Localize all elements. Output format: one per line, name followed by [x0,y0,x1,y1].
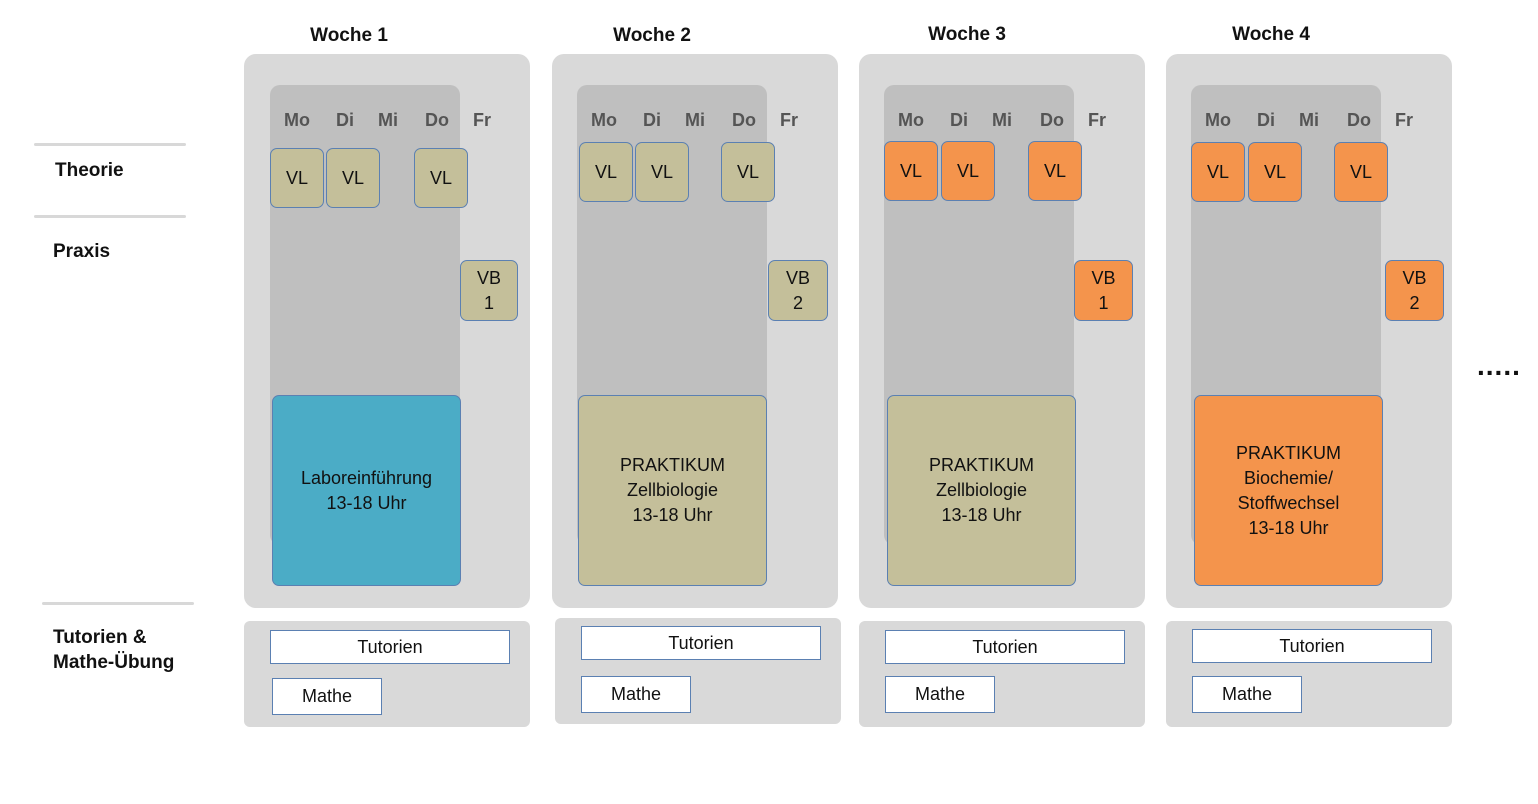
tutorien-panel: Tutorien Mathe [555,618,841,724]
day-mo: Mo [898,110,924,130]
day-mi: Mi [1299,110,1319,130]
row-label-tutorien-line1: Tutorien & [53,627,147,648]
mathe-box: Mathe [885,676,995,713]
tutorien-panel: Tutorien Mathe [859,621,1145,727]
row-label-praxis: Praxis [53,241,111,262]
main-block: PRAKTIKUM Zellbiologie 13-18 Uhr [887,395,1076,586]
tutorien-box: Tutorien [1192,629,1432,663]
week-title: Woche 2 [613,25,691,46]
day-mo: Mo [1205,110,1231,130]
mathe-box: Mathe [581,676,691,713]
week-title: Woche 1 [310,25,388,46]
tutorien-box: Tutorien [581,626,821,660]
row-label-tutorien: Tutorien & Mathe-Übung [53,625,174,675]
main-block: PRAKTIKUM Biochemie/ Stoffwechsel 13-18 … [1194,395,1383,586]
day-di: Di [1257,110,1275,130]
tutorien-panel: Tutorien Mathe [1166,621,1452,727]
day-fr: Fr [473,110,491,130]
vb-block: VB 1 [1074,260,1133,321]
vl-block-di: VL [941,141,995,201]
vl-block-do: VL [1028,141,1082,201]
day-fr: Fr [1088,110,1106,130]
vl-block-di: VL [1248,142,1302,202]
divider-top [34,143,186,146]
continuation-ellipsis: ..... [1477,350,1521,381]
tutorien-box: Tutorien [270,630,510,664]
vl-block-do: VL [414,148,468,208]
vl-block-do: VL [721,142,775,202]
vl-block-di: VL [635,142,689,202]
vb-block: VB 2 [768,260,828,321]
day-di: Di [950,110,968,130]
divider-praxis-tutorien [42,602,194,605]
day-mo: Mo [284,110,310,130]
day-do: Do [732,110,756,130]
vl-block-di: VL [326,148,380,208]
main-block: Laboreinführung 13-18 Uhr [272,395,461,586]
vl-block-mo: VL [884,141,938,201]
mathe-box: Mathe [272,678,382,715]
vl-block-mo: VL [270,148,324,208]
mathe-box: Mathe [1192,676,1302,713]
main-block: PRAKTIKUM Zellbiologie 13-18 Uhr [578,395,767,586]
vb-block: VB 2 [1385,260,1444,321]
tutorien-panel: Tutorien Mathe [244,621,530,727]
day-do: Do [425,110,449,130]
vl-block-mo: VL [1191,142,1245,202]
day-di: Di [336,110,354,130]
week-panel: Mo Di Mi Do Fr VL VL VL VB 2 PRAKTIKUM Z… [552,54,838,608]
day-mi: Mi [992,110,1012,130]
day-fr: Fr [780,110,798,130]
day-mo: Mo [591,110,617,130]
week-panel: Mo Di Mi Do Fr VL VL VL VB 1 Laboreinfüh… [244,54,530,608]
day-di: Di [643,110,661,130]
week-title: Woche 3 [928,24,1006,45]
vl-block-do: VL [1334,142,1388,202]
tutorien-box: Tutorien [885,630,1125,664]
day-fr: Fr [1395,110,1413,130]
row-label-theorie: Theorie [55,160,124,181]
week-panel: Mo Di Mi Do Fr VL VL VL VB 1 PRAKTIKUM Z… [859,54,1145,608]
divider-theorie-praxis [34,215,186,218]
week-panel: Mo Di Mi Do Fr VL VL VL VB 2 PRAKTIKUM B… [1166,54,1452,608]
row-label-tutorien-line2: Mathe-Übung [53,652,175,673]
day-mi: Mi [685,110,705,130]
day-mi: Mi [378,110,398,130]
week-title: Woche 4 [1232,24,1310,45]
vb-block: VB 1 [460,260,518,321]
day-do: Do [1347,110,1371,130]
vl-block-mo: VL [579,142,633,202]
day-do: Do [1040,110,1064,130]
